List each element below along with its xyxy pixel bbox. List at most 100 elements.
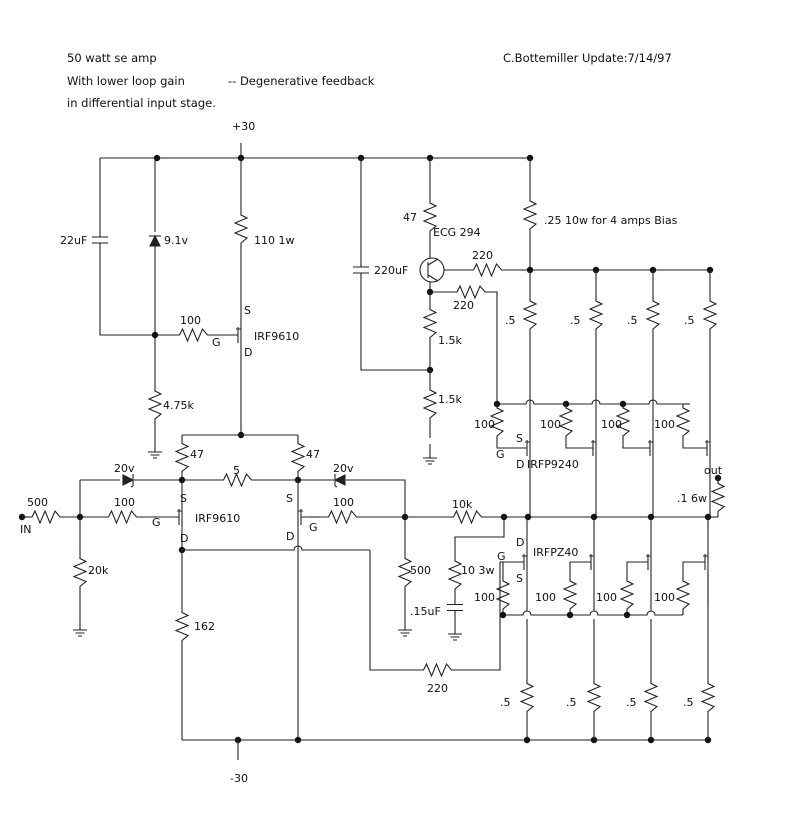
zener-diode	[122, 474, 135, 486]
zener-diode	[130, 474, 134, 488]
ground-symbol	[398, 616, 412, 637]
resistor	[675, 575, 691, 615]
wire	[622, 440, 650, 449]
c-220uf-label: 220uF	[374, 264, 408, 277]
subtitle-2: in differential input stage.	[67, 96, 216, 110]
wire	[496, 440, 527, 449]
resistor	[100, 509, 145, 525]
r-100-gate-label: 100	[601, 418, 622, 431]
capacitor	[92, 228, 108, 252]
input-label: IN	[20, 523, 31, 536]
r-220-base-label: 220	[472, 249, 493, 262]
wire-crossover	[503, 610, 570, 616]
r-025-label: .25 10w for 4 amps Bias	[544, 214, 678, 227]
resistor	[320, 509, 365, 525]
r-162-label: 162	[194, 620, 215, 633]
transistor-ecg294	[419, 257, 445, 283]
resistor	[495, 575, 511, 615]
r-500-in-label: 500	[27, 496, 48, 509]
pin-s: S	[516, 572, 523, 585]
labels: 50 watt se amp With lower loop gain -- D…	[20, 51, 723, 785]
resistor	[645, 270, 661, 360]
r-15k-b-label: 1.5k	[438, 393, 462, 406]
r-100-gate-label: 100	[596, 591, 617, 604]
zener-diode	[334, 474, 338, 488]
r-01-label: .1 6w	[677, 492, 707, 505]
r-05-label: .5	[683, 696, 694, 709]
resistor	[619, 575, 635, 615]
q-irfp9240-label: IRFP9240	[527, 458, 579, 471]
wire-crossover	[520, 399, 586, 405]
resistor	[558, 404, 574, 440]
pin-s: S	[286, 492, 293, 505]
pin-g: G	[497, 550, 506, 563]
r-100-bias-label: 100	[180, 314, 201, 327]
subtitle-1b: -- Degenerative feedback	[228, 74, 375, 88]
negative-rail-label: -30	[230, 772, 248, 785]
r-110-label: 110 1w	[254, 234, 295, 247]
r-15k-a-label: 1.5k	[438, 334, 462, 347]
pin-g: G	[496, 448, 505, 461]
mosfet-symbol	[297, 507, 310, 527]
r-100-gate-label: 100	[654, 418, 675, 431]
resistor	[422, 370, 438, 438]
wire	[490, 291, 498, 404]
r-05-label: .5	[500, 696, 511, 709]
r-100-gate-label: 100	[474, 418, 495, 431]
pin-d: D	[244, 346, 252, 359]
c-22uf-label: 22uF	[60, 234, 87, 247]
mosfet-symbol	[172, 507, 183, 527]
wire	[99, 252, 172, 336]
junction-dot	[499, 611, 507, 619]
resistor	[172, 327, 215, 343]
resistor	[397, 550, 413, 595]
junction-dot	[294, 736, 302, 744]
pin-s: S	[244, 304, 251, 317]
wire	[454, 517, 505, 555]
resistor	[470, 262, 505, 278]
resistor	[215, 472, 260, 488]
resistor	[422, 198, 438, 236]
resistor	[147, 390, 163, 420]
resistor	[422, 292, 438, 355]
wire	[565, 440, 593, 449]
wire-crossover	[627, 610, 683, 616]
z-20v-a-label: 20v	[114, 462, 135, 475]
pin-d: D	[516, 536, 524, 549]
wire	[360, 282, 430, 371]
subtitle-1: With lower loop gain	[67, 74, 185, 88]
resistor	[586, 675, 602, 720]
pin-g: G	[309, 521, 318, 534]
q-irf9610-top-label: IRF9610	[254, 330, 299, 343]
mosfet-symbol	[232, 325, 242, 345]
capacitor	[353, 258, 369, 282]
pin-g: G	[152, 516, 161, 529]
wire-crossover	[182, 545, 370, 551]
r-05-label: .5	[570, 314, 581, 327]
r-100-gate-label: 100	[535, 591, 556, 604]
wire-crossover	[570, 610, 627, 616]
r-220-emit-label: 220	[453, 299, 474, 312]
positive-rail-label: +30	[232, 120, 255, 133]
zener-diode	[333, 474, 346, 486]
r-20k-label: 20k	[88, 564, 109, 577]
wire	[682, 440, 707, 449]
resistor	[702, 270, 718, 360]
r-100-gate-label: 100	[474, 591, 495, 604]
pin-d: D	[180, 532, 188, 545]
pin-d: D	[516, 458, 524, 471]
ground-symbol	[423, 444, 437, 465]
resistor	[522, 190, 538, 240]
r-05-label: .5	[566, 696, 577, 709]
r-47b-label: 47	[306, 448, 320, 461]
resistor	[489, 404, 505, 440]
junction-dot	[151, 331, 159, 339]
capacitor	[447, 595, 463, 620]
resistor	[233, 158, 249, 300]
r-100-a-label: 100	[114, 496, 135, 509]
r-5-label: 5	[233, 464, 240, 477]
r-05-label: .5	[627, 314, 638, 327]
title: 50 watt se amp	[67, 51, 157, 65]
resistor	[30, 509, 62, 525]
r-475k-label: 4.75k	[163, 399, 194, 412]
